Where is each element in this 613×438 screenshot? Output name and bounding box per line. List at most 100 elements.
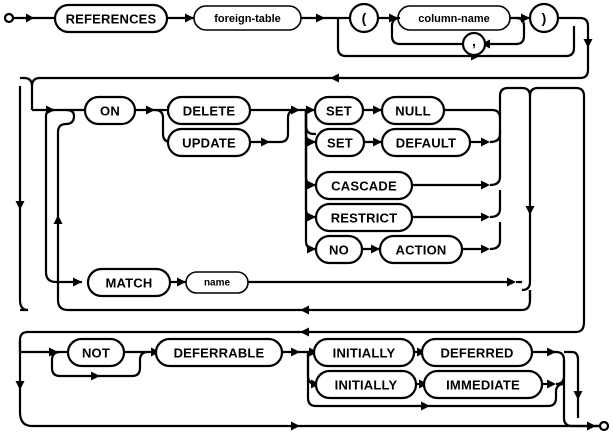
rail-update-merge <box>250 108 297 144</box>
no-label: NO <box>329 243 349 258</box>
arrow-r1b <box>316 13 325 23</box>
arrow-on-collector-down <box>525 206 535 215</box>
foreign-table-label: foreign-table <box>214 13 281 25</box>
node-no: NO <box>314 234 364 265</box>
node-foreign-table: foreign-table <box>193 5 302 31</box>
rail-row3-collector-top <box>564 350 580 361</box>
node-lparen: ( <box>348 2 380 34</box>
rail-row2-repeat-loop <box>56 132 532 312</box>
node-update: UPDATE <box>166 127 252 158</box>
rail-row3-to-end <box>562 360 600 428</box>
rail-row2-outer-corner <box>20 76 34 87</box>
comma-shape <box>461 31 487 57</box>
node-null: NULL <box>380 95 446 126</box>
lparen-label: ( <box>362 10 367 26</box>
node-name: name <box>185 271 249 294</box>
arrow-down-row1 <box>583 39 593 48</box>
rail-on-collector-up <box>498 86 522 118</box>
arrow-default-in <box>373 137 382 147</box>
not-label: NOT <box>82 346 110 361</box>
rail-to-cascade <box>304 110 316 187</box>
node-delete: DELETE <box>166 95 252 126</box>
end-terminal-circle <box>598 420 610 432</box>
rail-action-merge <box>489 222 502 251</box>
arrow-start <box>26 13 34 23</box>
rail-row3-entry <box>18 340 46 354</box>
node-immediate: IMMEDIATE <box>422 369 544 400</box>
arrow-not-bypass <box>91 371 100 381</box>
arrow-no-in <box>307 244 316 254</box>
set1-label: SET <box>326 104 352 119</box>
deferred-label: DEFERRED <box>440 346 513 361</box>
node-action: ACTION <box>378 234 464 265</box>
rail-row2-split-top <box>44 108 55 117</box>
arrow-row2-bypass-down <box>15 201 25 210</box>
arrow-set1-in <box>306 105 315 115</box>
arrow-on-out <box>146 105 155 115</box>
arrow-row2-repeat-up <box>53 215 63 224</box>
initially2-label: INITIALLY <box>335 378 398 393</box>
column-name-label: column-name <box>418 13 490 25</box>
node-not: NOT <box>66 337 126 368</box>
rail-to-restrict <box>304 110 316 219</box>
arrow-wrap-row1 <box>330 73 339 83</box>
null-label: NULL <box>395 104 430 119</box>
node-default: DEFAULT <box>380 127 472 158</box>
match-label: MATCH <box>106 276 153 291</box>
rail-to-set2b <box>304 110 316 144</box>
arrow-restrict-in <box>307 212 316 222</box>
node-comma: , <box>461 31 487 57</box>
node-restrict: RESTRICT <box>314 202 414 233</box>
rail-null-merge <box>444 108 502 119</box>
rail-row1-to-row2 <box>30 16 590 110</box>
arrow-default-out <box>481 137 490 147</box>
node-cascade: CASCADE <box>314 170 414 201</box>
arrow-restrict-out <box>481 212 490 222</box>
rail-to-match-left <box>44 116 70 284</box>
immediate-label: IMMEDIATE <box>446 378 520 393</box>
node-references: REFERENCES <box>53 3 169 34</box>
references-label: REFERENCES <box>66 12 157 27</box>
arrow-null-in <box>373 105 382 115</box>
arrow-name-out <box>507 277 516 287</box>
rail-comma-loop-left <box>390 16 467 46</box>
arrow-row3-bypass-right <box>291 421 300 431</box>
node-on: ON <box>83 95 137 126</box>
arrow-action-in <box>371 244 380 254</box>
rail-row3-bypass-bottom <box>18 411 600 428</box>
rail-on-collector-right <box>521 86 532 292</box>
arrow-r1a <box>185 13 194 23</box>
on-label: ON <box>100 104 120 119</box>
deferrable-label: DEFERRABLE <box>174 346 265 361</box>
rail-deferred-merge <box>532 350 566 361</box>
arrow-row3-bypass-down <box>15 381 25 390</box>
arrow-row2-repeat <box>300 305 309 315</box>
start-terminal-circle <box>3 12 15 24</box>
arrow-deferred-out <box>547 347 556 357</box>
node-match: MATCH <box>86 267 172 298</box>
node-initially-1: INITIALLY <box>312 337 416 368</box>
rail-restrict-merge <box>489 190 502 219</box>
node-deferred: DEFERRED <box>420 337 534 368</box>
node-set-1: SET <box>313 95 365 126</box>
cascade-label: CASCADE <box>331 179 397 194</box>
arrow-name-in <box>177 277 186 287</box>
rail-initially-bypass-right <box>430 382 565 408</box>
update-label: UPDATE <box>182 136 236 151</box>
arrow-r1c <box>389 13 398 23</box>
rail-paren-bypass <box>336 18 576 58</box>
comma-label: , <box>472 33 476 49</box>
rail-row2-outer-top <box>528 86 586 97</box>
node-rparen: ) <box>528 2 560 34</box>
initially1-label: INITIALLY <box>333 346 396 361</box>
node-set-2: SET <box>314 127 366 158</box>
delete-label: DELETE <box>183 104 236 119</box>
arrow-cascade-in <box>307 180 316 190</box>
rail-initially-bypass <box>306 352 430 408</box>
arrow-action-split <box>291 105 300 115</box>
rail-row2-outer-bypass-left <box>18 86 29 312</box>
arrow-action-out <box>481 244 490 254</box>
rail-row2-repeat-top <box>56 122 67 133</box>
